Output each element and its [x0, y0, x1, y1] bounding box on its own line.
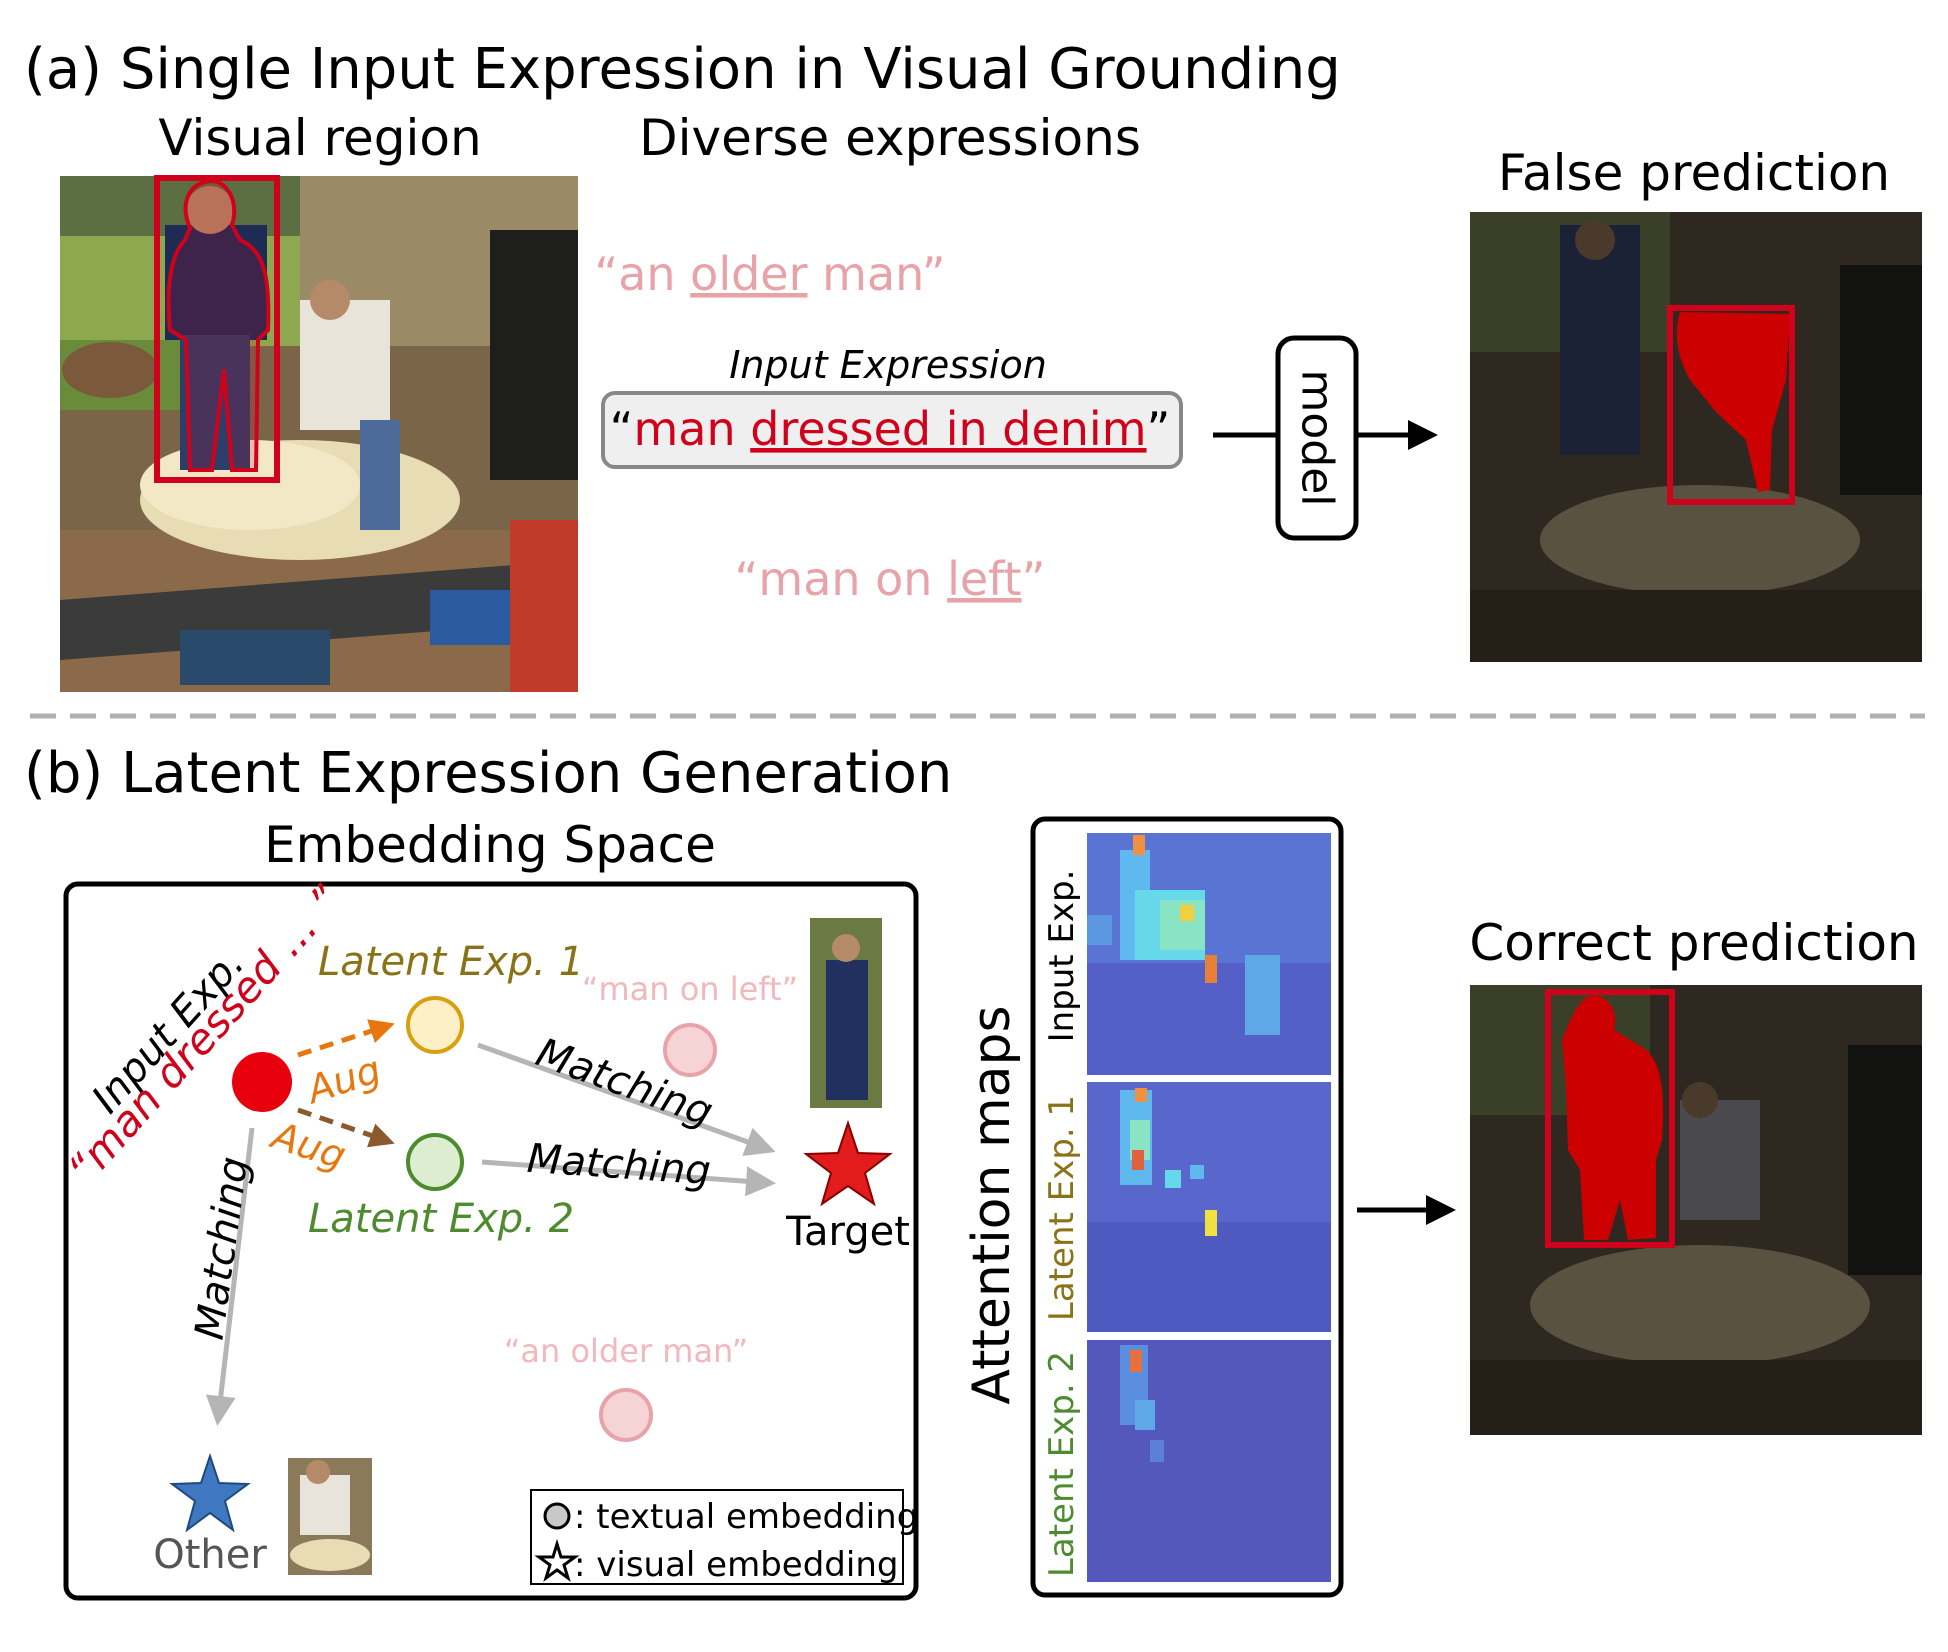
diverse-expressions-label: Diverse expressions [639, 109, 1141, 167]
other-crop-photo [288, 1458, 372, 1575]
aug-arrow-2 [297, 1107, 395, 1148]
other-star-icon [169, 1452, 251, 1533]
older-man-label: “an older man” [504, 1332, 748, 1370]
input-expression-label: Input Expression [729, 343, 1047, 387]
target-label: Target [785, 1209, 910, 1255]
expr-top: “an older man” [594, 247, 945, 301]
model-box [1275, 335, 1359, 541]
matching-arrow-latent1 [477, 1042, 776, 1156]
expr-bottom-keyword: left [947, 552, 1022, 606]
model-label: model [1292, 369, 1343, 506]
attention-maps-label: Attention maps [962, 1005, 1022, 1404]
man-on-left-label: “man on left” [582, 970, 798, 1008]
input-expression-box [601, 391, 1183, 469]
man-on-left-embedding-node [663, 1023, 717, 1077]
attn-input-label: Input Exp. [1042, 870, 1082, 1043]
attention-map-latent2 [1087, 1340, 1331, 1582]
correct-prediction-image [1470, 985, 1922, 1435]
section-b-title: (b) Latent Expression Generation [24, 741, 952, 806]
attn-latent2-label: Latent Exp. 2 [1042, 1351, 1082, 1577]
legend-star-icon [534, 1538, 580, 1582]
false-prediction-label: False prediction [1498, 144, 1890, 202]
other-label: Other [153, 1532, 267, 1578]
latent1-label: Latent Exp. 1 [318, 939, 584, 985]
expr-top-keyword: older [690, 247, 807, 301]
latent2-label: Latent Exp. 2 [308, 1196, 574, 1242]
input-embedding-node [232, 1052, 292, 1112]
legend-visual-label: : visual embedding [574, 1545, 898, 1585]
target-crop-photo [810, 918, 882, 1108]
embedding-space-label: Embedding Space [264, 816, 716, 874]
legend-textual-label: : textual embedding [574, 1497, 918, 1537]
legend-circle-icon [543, 1502, 571, 1530]
target-star-icon [803, 1119, 893, 1207]
visual-region-label: Visual region [158, 109, 481, 167]
false-prediction-image [1470, 212, 1922, 662]
older-man-embedding-node [599, 1388, 653, 1442]
expr-input: “man dressed in denim” [610, 402, 1171, 456]
matching-arrow-other [205, 1127, 255, 1426]
attention-map-input [1087, 833, 1331, 1075]
latent2-embedding-node [406, 1133, 464, 1191]
expr-bottom: “man on left” [735, 552, 1046, 606]
matching-arrow-latent2 [481, 1159, 776, 1197]
correct-prediction-label: Correct prediction [1469, 914, 1918, 972]
latent1-embedding-node [406, 996, 464, 1054]
legend-box [530, 1489, 904, 1585]
section-a-title: (a) Single Input Expression in Visual Gr… [24, 37, 1341, 102]
expr-input-keyword: dressed in denim [750, 402, 1146, 456]
source-photo [60, 175, 578, 692]
aug-arrow-1 [297, 1019, 395, 1058]
attn-latent1-label: Latent Exp. 1 [1042, 1095, 1082, 1321]
attention-map-latent1 [1087, 1082, 1331, 1332]
